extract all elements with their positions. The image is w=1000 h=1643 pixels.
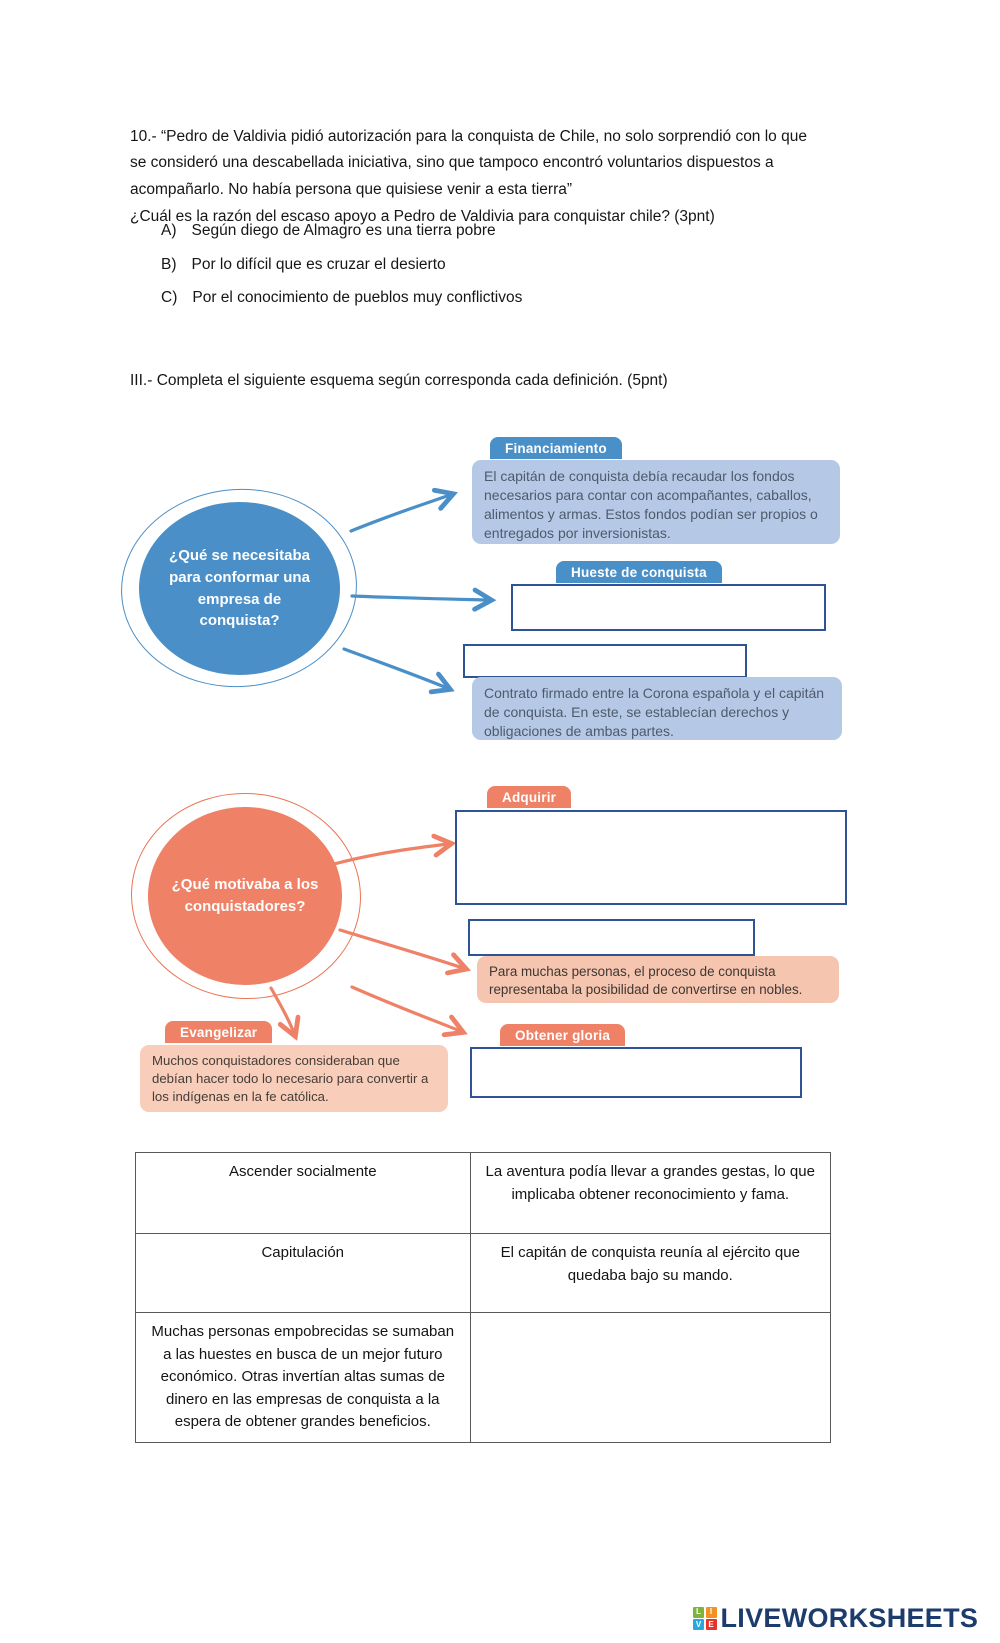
table-cell-empty[interactable] (469, 1312, 832, 1443)
obtener-gloria-header: Obtener gloria (500, 1024, 626, 1046)
blue-question-circle: ¿Qué se necesitaba para conformar una em… (139, 502, 340, 675)
liveworksheets-logo-icon: L I V E (693, 1606, 717, 1631)
financiamiento-note: El capitán de conquista debía recaudar l… (472, 460, 840, 544)
adquirir-header: Adquirir (487, 786, 572, 808)
hueste-header: Hueste de conquista (556, 561, 722, 583)
option-c-label: Por el conocimiento de pueblos muy confl… (192, 289, 523, 306)
liveworksheets-logo: L I V E LIVEWORKSHEETS (693, 1603, 978, 1634)
option-a-label: Según diego de Almagro es una tierra pob… (191, 222, 496, 239)
arrow-to-obtener-gloria (350, 985, 460, 1031)
arrow-to-hueste (350, 596, 488, 600)
table-row: Ascender socialmente La aventura podía l… (135, 1152, 832, 1234)
financiamiento-header: Financiamiento (490, 437, 622, 459)
table-cell-empobrecidas[interactable]: Muchas personas empobrecidas se sumaban … (135, 1312, 471, 1443)
arrow-to-capitulacion (342, 647, 447, 688)
answer-table: Ascender socialmente La aventura podía l… (135, 1152, 832, 1443)
option-c[interactable]: C) Por el conocimiento de pueblos muy co… (161, 289, 522, 307)
capitulacion-answer-box[interactable] (463, 644, 747, 678)
option-a[interactable]: A) Según diego de Almagro es una tierra … (161, 222, 496, 240)
arrow-to-ascender (338, 928, 463, 968)
orange-question-circle: ¿Qué motivaba a los conquistadores? (148, 807, 342, 985)
logo-tile-l: L (693, 1606, 704, 1618)
hueste-answer-box[interactable] (511, 584, 826, 631)
ascender-answer-box[interactable] (468, 919, 755, 956)
table-cell-ejercito[interactable]: El capitán de conquista reunía al ejérci… (469, 1233, 832, 1313)
question-10-text: 10.- “Pedro de Valdivia pidió autorizaci… (130, 127, 807, 198)
table-row: Capitulación El capitán de conquista reu… (135, 1233, 832, 1313)
question-10-prompt: ¿Cuál es la razón del escaso apoyo a Ped… (130, 207, 715, 225)
adquirir-answer-box[interactable] (455, 810, 847, 905)
option-b[interactable]: B) Por lo difícil que es cruzar el desie… (161, 256, 446, 274)
option-b-letter: B) (161, 256, 177, 273)
section-3-title: III.- Completa el siguiente esquema segú… (130, 371, 668, 389)
table-row: Muchas personas empobrecidas se sumaban … (135, 1312, 832, 1443)
table-cell-ascender[interactable]: Ascender socialmente (135, 1152, 471, 1234)
evangelizar-header: Evangelizar (165, 1021, 273, 1043)
arrow-to-financiamiento (349, 495, 450, 533)
table-cell-capitulacion[interactable]: Capitulación (135, 1233, 471, 1313)
option-c-letter: C) (161, 289, 178, 306)
evangelizar-note: Muchos conquistadores consideraban que d… (140, 1045, 448, 1112)
ascender-note: Para muchas personas, el proceso de conq… (477, 956, 839, 1003)
liveworksheets-logo-text: LIVEWORKSHEETS (720, 1603, 979, 1633)
obtener-gloria-answer-box[interactable] (470, 1047, 802, 1098)
table-cell-aventura[interactable]: La aventura podía llevar a grandes gesta… (469, 1152, 832, 1234)
capitulacion-note: Contrato firmado entre la Corona español… (472, 677, 842, 740)
option-a-letter: A) (161, 222, 177, 239)
logo-tile-v: V (693, 1619, 704, 1631)
logo-tile-e: E (705, 1619, 717, 1631)
option-b-label: Por lo difícil que es cruzar el desierto (191, 256, 446, 273)
logo-tile-i: I (705, 1606, 717, 1618)
